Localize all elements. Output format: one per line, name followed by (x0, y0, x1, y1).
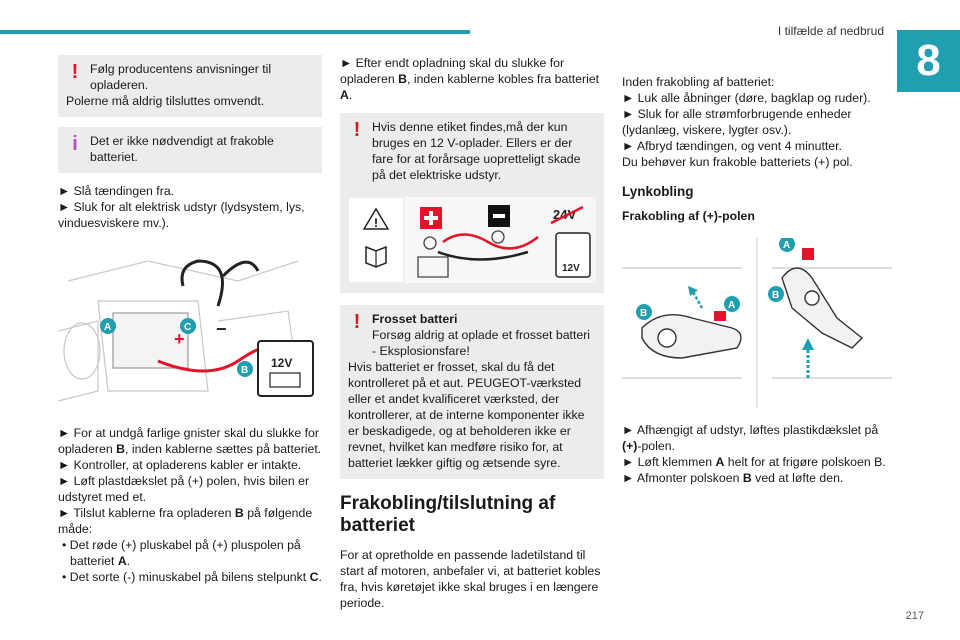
manual-book-icon (365, 245, 387, 268)
steps-connecting: ► For at undgå farlige gnister skal du s… (58, 425, 322, 585)
warning-box-12v-label: ! Hvis denne etiket findes,må der kun br… (340, 113, 604, 293)
warning-text: Følg producentens anvisninger til oplade… (90, 62, 272, 92)
subsection-subtitle: Frakobling af (+)-polen (622, 209, 755, 223)
page-header-title: I tilfælde af nedbrud (777, 24, 884, 38)
info-icon: i (72, 133, 78, 155)
step-item: ► Afmonter polskoen B ved at løfte den. (622, 471, 844, 485)
bullet-item: • Det røde (+) pluskabel på (+) pluspole… (62, 538, 301, 568)
12v-charger-label-illustration: ! 24V 12V (348, 197, 596, 283)
callout-b: B (241, 365, 248, 376)
bullet-item: • Det sorte (-) minuskabel på bilens ste… (62, 570, 322, 584)
warning-exclamation-icon: ! (353, 311, 361, 333)
step-item: ► Luk alle åbninger (døre, bagklap og ru… (622, 91, 871, 105)
quick-release-terminal-illustration: A B A B (622, 236, 892, 408)
callout-a: A (728, 300, 735, 311)
section-title: Frakobling/tilslutning af batteriet (340, 493, 556, 536)
warning-title: Frosset batteri (372, 312, 458, 326)
info-text: Det er ikke nødvendigt at frakoble batte… (90, 134, 274, 164)
warning-box-frozen-battery: ! Frosset batteri Forsøg aldrig at oplad… (340, 305, 604, 479)
callout-b: B (640, 308, 647, 319)
svg-text:−: − (216, 319, 227, 339)
svg-text:+: + (174, 329, 185, 349)
step-item: ► Slå tændingen fra. (58, 184, 175, 198)
warning-box-charger: ! Følg producentens anvisninger til opla… (58, 55, 322, 117)
warning-text-polarity: Polerne må aldrig tilsluttes omvendt. (66, 94, 265, 108)
note-text: Du behøver kun frakoble batteriets (+) p… (622, 155, 853, 169)
charger-connection-illustration: 12V + − A C B (57, 241, 322, 411)
steps-before-charging: ► Slå tændingen fra. ► Sluk for alt elek… (58, 183, 322, 231)
step-item: ► Tilslut kablerne fra opladeren B på fø… (58, 506, 313, 536)
step-item: ► Løft klemmen A helt for at frigøre pol… (622, 455, 886, 469)
column-right: Inden frakobling af batteriet: ► Luk all… (622, 74, 892, 486)
step-item: ► Afhængigt af udstyr, løftes plastikdæk… (622, 423, 879, 453)
column-left: ! Følg producentens anvisninger til opla… (57, 55, 322, 585)
charger-voltage-label: 12V (271, 356, 292, 370)
warning-triangle-icon: ! (362, 207, 390, 230)
column-middle: ► Efter endt opladning skal du slukke fo… (340, 55, 604, 611)
warning-exclamation-icon: ! (71, 61, 79, 83)
callout-b: B (772, 290, 779, 301)
step-item: ► Kontroller, at opladerens kabler er in… (58, 458, 302, 472)
step-item: ► For at undgå farlige gnister skal du s… (58, 426, 322, 456)
step-item: ► Løft plastdækslet på (+) polen, hvis b… (58, 474, 310, 504)
callout-a: A (104, 322, 111, 333)
warning-exclamation-icon: ! (353, 119, 361, 141)
info-box-disconnect: i Det er ikke nødvendigt at frakoble bat… (58, 127, 322, 173)
step-item: ► Afbryd tændingen, og vent 4 minutter. (622, 139, 842, 153)
step-item: ► Sluk for alle strømforbrugende enheder… (622, 107, 852, 137)
subsection-title: Lynkobling (622, 184, 694, 199)
intro-text: Inden frakobling af batteriet: (622, 75, 775, 89)
warning-text: Hvis batteriet er frosset, skal du få de… (348, 360, 585, 470)
chapter-number-tab: 8 (897, 30, 960, 92)
section-text: For at opretholde en passende ladetilsta… (340, 548, 601, 610)
12v-label: 12V (562, 263, 580, 274)
step-item: ► Sluk for alt elektrisk udstyr (lydsyst… (58, 200, 305, 230)
warning-text: Forsøg aldrig at oplade et frosset batte… (372, 328, 591, 358)
svg-text:!: ! (374, 216, 378, 230)
callout-a: A (783, 240, 790, 251)
step-item: ► Efter endt opladning skal du slukke fo… (340, 56, 600, 102)
warning-text: Hvis denne etiket findes,må der kun brug… (372, 120, 581, 182)
page-number: 217 (905, 610, 924, 622)
header-accent-bar (0, 30, 470, 34)
callout-c: C (184, 322, 191, 333)
